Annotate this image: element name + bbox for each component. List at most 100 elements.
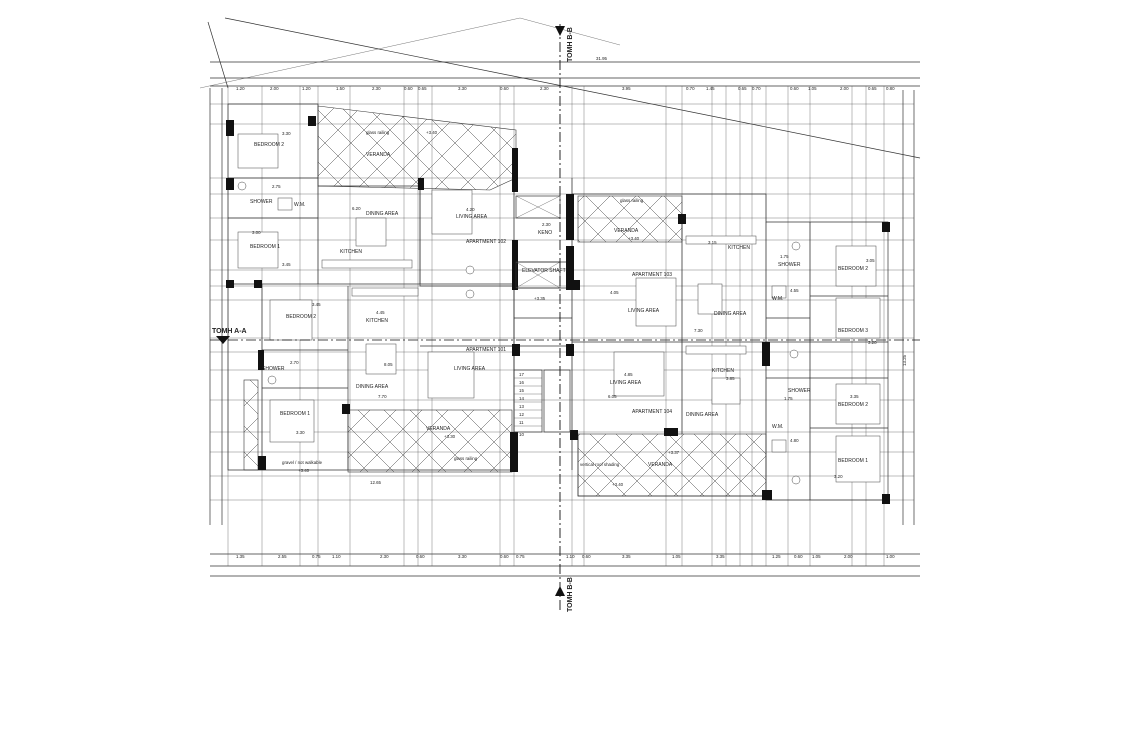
- stair-step-number: 16: [519, 380, 524, 385]
- level-mark: +3.40: [426, 130, 438, 135]
- room-label: KITCHEN: [712, 368, 734, 374]
- room-label: KITCHEN: [728, 245, 750, 251]
- section-markers: TOMH B-B TOMH B-B TOMH A-A: [210, 24, 920, 612]
- top-dim: 0.60: [404, 86, 413, 91]
- glass-railing-note: glass railing: [366, 130, 390, 135]
- room-label: APARTMENT 104: [632, 409, 672, 415]
- section-arrow-icon: [555, 586, 565, 596]
- section-label-bb-bottom: TOMH B-B: [567, 577, 574, 612]
- level-mark: +3.30: [444, 434, 456, 439]
- room-label: SHOWER: [788, 388, 811, 394]
- stair-step-number: 15: [519, 388, 524, 393]
- dimension-frame: [199, 17, 921, 577]
- top-dim: 3.30: [458, 86, 467, 91]
- room-label: SHOWER: [778, 262, 801, 268]
- glass-railing-note: glass railing: [620, 198, 644, 203]
- room-label: BEDROOM 1: [250, 244, 280, 250]
- notes: glass railing glass railing glass railin…: [282, 130, 644, 487]
- room-dim: 7.30: [694, 328, 703, 333]
- bottom-dim: 0.75: [516, 554, 525, 559]
- room-dim: 4.85: [624, 372, 633, 377]
- overall-length: 31.95: [596, 56, 608, 61]
- top-dim: 1.05: [808, 86, 817, 91]
- level-mark: +3.40: [612, 482, 624, 487]
- overall-depth-left: 12.65: [370, 480, 382, 485]
- bottom-dim: 1.25: [772, 554, 781, 559]
- room-label: DINING AREA: [366, 211, 399, 217]
- room-label: APARTMENT 102: [466, 239, 506, 245]
- level-mark: +3.37: [668, 450, 680, 455]
- top-dim: 0.60: [500, 86, 509, 91]
- columns: [226, 116, 890, 504]
- top-dim: 2.00: [840, 86, 849, 91]
- bottom-dim: 3.30: [458, 554, 467, 559]
- room-label: VERANDA: [648, 462, 673, 468]
- room-dim: 3.30: [296, 430, 305, 435]
- verandas: [243, 105, 767, 497]
- room-dim: 8.05: [384, 362, 393, 367]
- top-dim: 1.50: [336, 86, 345, 91]
- top-dim: 0.65: [868, 86, 877, 91]
- bottom-dim: 0.60: [794, 554, 803, 559]
- room-label: KITCHEN: [366, 318, 388, 324]
- room-dim: 4.80: [790, 438, 799, 443]
- top-dim: 0.70: [686, 86, 695, 91]
- bottom-dim: 0.60: [582, 554, 591, 559]
- room-dim: 3.20: [868, 340, 877, 345]
- room-label: APARTMENT 103: [632, 272, 672, 278]
- section-label-bb-top: TOMH B-B: [567, 27, 574, 62]
- bottom-dim: 2.00: [844, 554, 853, 559]
- level-mark: +3.40: [628, 236, 640, 241]
- room-label: LIVING AREA: [628, 308, 660, 314]
- room-label: LIVING AREA: [456, 214, 488, 220]
- room-dim: 7.70: [378, 394, 387, 399]
- bottom-dim: 3.35: [716, 554, 725, 559]
- bottom-dim: 1.10: [332, 554, 341, 559]
- room-label: DINING AREA: [686, 412, 719, 418]
- vertical-roof-note: vertical roof shading: [580, 462, 620, 467]
- room-dim: 3.85: [726, 376, 735, 381]
- stair-step-number: 13: [519, 404, 524, 409]
- room-dim: 1.75: [784, 396, 793, 401]
- stair-step-number: 12: [519, 412, 524, 417]
- top-dim: 1.20: [236, 86, 245, 91]
- top-dim: 2.30: [540, 86, 549, 91]
- top-dimension-labels: 1.20 2.00 1.20 1.50 2.30 0.60 0.65 3.30 …: [236, 56, 895, 91]
- room-label: ELEVATOR SHAFT: [522, 268, 566, 274]
- room-dim: 1.75: [780, 254, 789, 259]
- room-label: LIVING AREA: [454, 366, 486, 372]
- room-label: SHOWER: [250, 199, 273, 205]
- stair-step-number: 10: [519, 432, 524, 437]
- room-dim: 4.20: [466, 207, 475, 212]
- stair-step-number: 11: [519, 420, 524, 425]
- room-dim: 3.45: [282, 262, 291, 267]
- bottom-dim: 1.05: [672, 554, 681, 559]
- room-label: APARTMENT 101: [466, 347, 506, 353]
- room-label: BEDROOM 2: [286, 314, 316, 320]
- room-label: LIVING AREA: [610, 380, 642, 386]
- room-dim: 6.05: [608, 394, 617, 399]
- room-dim: 3.05: [866, 258, 875, 263]
- room-label: BEDROOM 2: [838, 402, 868, 408]
- room-dim: 3.00: [252, 230, 261, 235]
- top-dim: 0.80: [886, 86, 895, 91]
- top-dim: 0.60: [790, 86, 799, 91]
- room-label: W.M.: [294, 202, 305, 208]
- room-label: BEDROOM 2: [254, 142, 284, 148]
- room-dim: 2.70: [290, 360, 299, 365]
- staircase: 17 16 15 14 13 12 11 10: [513, 195, 571, 437]
- veranda-top-left: [317, 105, 517, 191]
- bottom-dim: 0.75: [312, 554, 321, 559]
- bottom-dim: 1.05: [812, 554, 821, 559]
- room-dim: 3.35: [850, 394, 859, 399]
- room-label: DINING AREA: [356, 384, 389, 390]
- room-label: BEDROOM 1: [838, 458, 868, 464]
- room-label: VERANDA: [614, 228, 639, 234]
- room-label: VERANDA: [366, 152, 391, 158]
- top-dim: 0.70: [752, 86, 761, 91]
- bottom-dim: 1.10: [566, 554, 575, 559]
- top-dim: 2.00: [270, 86, 279, 91]
- room-dim: 4.45: [376, 310, 385, 315]
- level-mark: +3.40: [298, 468, 310, 473]
